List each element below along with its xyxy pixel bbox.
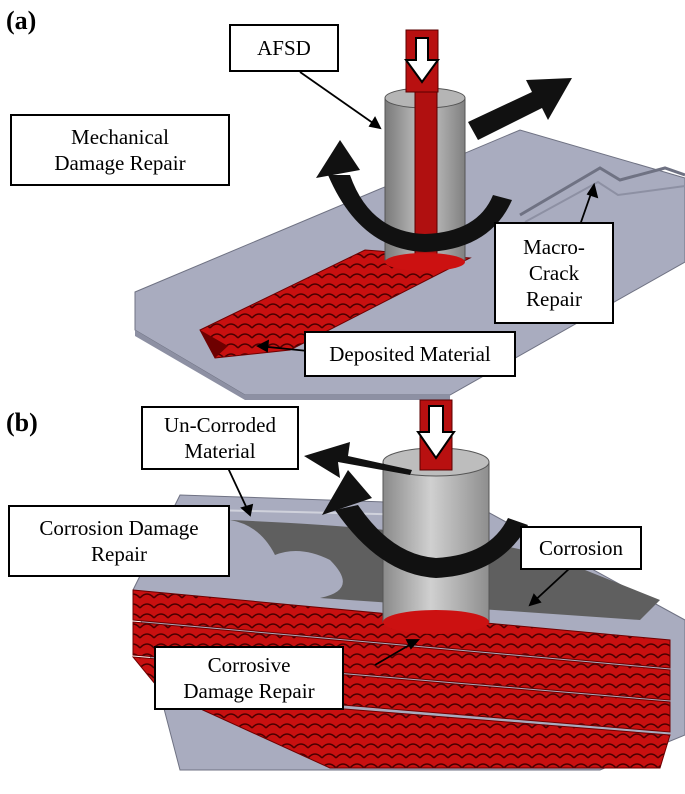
- panel-b-tool-body: [382, 461, 490, 623]
- panel-b-tool-foot: [383, 610, 489, 634]
- mechanical-damage-repair-label: Mechanical Damage Repair: [10, 114, 230, 186]
- afsd-label: AFSD: [229, 24, 339, 72]
- panel-a-rotation-arrow: [328, 175, 512, 252]
- panel-b-rotation-arrow: [335, 505, 528, 578]
- macro-crack-repair-label: Macro- Crack Repair: [494, 222, 614, 324]
- panel-b-rotation-arrowhead: [322, 470, 372, 515]
- panel-a-scene: [134, 29, 685, 400]
- corrosive-damage-repair-label: Corrosive Damage Repair: [154, 646, 344, 710]
- panel-a-rotation-arrowhead: [316, 140, 360, 178]
- panel-b-travel-arrow: [304, 442, 412, 478]
- panel-a-feed-down-arrow: [404, 37, 440, 84]
- deposited-material-label: Deposited Material: [304, 331, 516, 377]
- panel-a-tool-foot: [385, 253, 465, 271]
- panel-a-travel-arrow: [468, 78, 572, 140]
- panel-a-letter: (a): [6, 6, 37, 35]
- panel-b-bead-row-2: [132, 621, 671, 701]
- panel-a-bead-tip: [200, 330, 228, 358]
- panel-b-letter: (b): [6, 408, 38, 437]
- panel-a-deposited-bead: [199, 249, 472, 359]
- corrosion-damage-repair-label: Corrosion Damage Repair: [8, 505, 230, 577]
- panel-a-macro-crack-groove: [519, 166, 685, 217]
- panel-b-bead-row-4: [169, 694, 671, 769]
- panel-b-leader-lines: [227, 467, 571, 666]
- panel-a-crack-floor: [524, 180, 685, 223]
- corrosion-label: Corrosion: [520, 526, 642, 570]
- un-corroded-material-label: Un-Corroded Material: [141, 406, 299, 470]
- panel-b-feed-down-arrow: [416, 405, 456, 460]
